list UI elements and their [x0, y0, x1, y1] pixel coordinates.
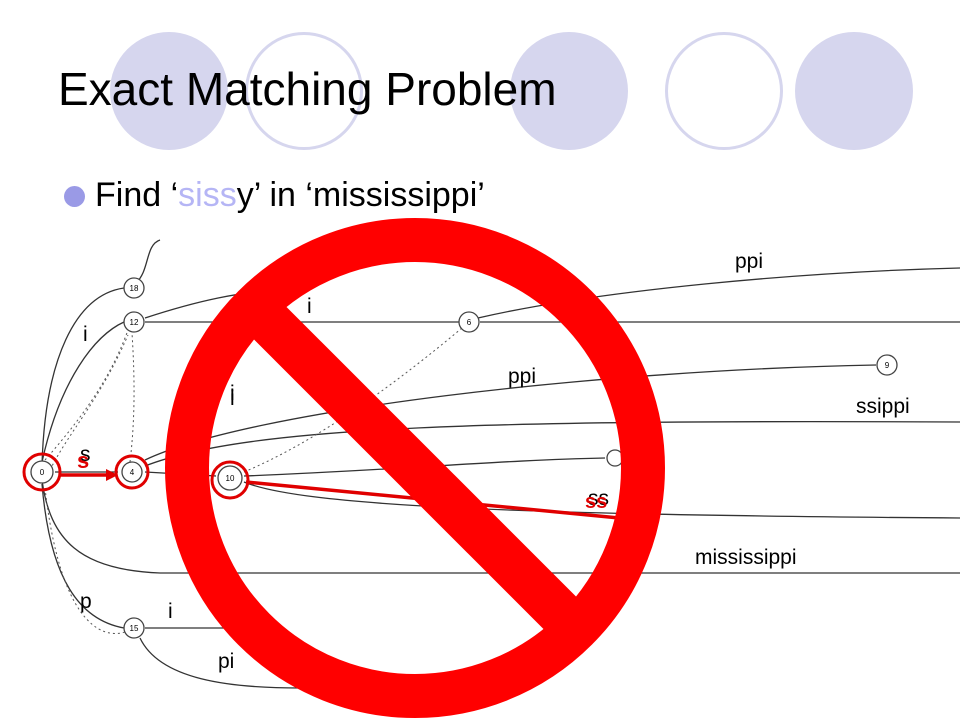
search-path-highlight: s ss	[22, 448, 641, 522]
edge-label-i-top: i	[307, 295, 312, 318]
highlight-label-ss: ss	[585, 491, 607, 513]
edge-label-i-15: i	[168, 600, 173, 623]
prohibition-sign-icon	[165, 218, 665, 718]
node-6: 6	[458, 311, 480, 333]
edge-label-p: p	[80, 590, 92, 613]
svg-text:18: 18	[130, 284, 139, 293]
edge-label-ppi-top: ppi	[735, 250, 763, 273]
bullet-marker	[64, 186, 85, 207]
edge-6-ppi	[477, 267, 960, 319]
bullet-prefix: Find ‘	[95, 176, 179, 214]
edge-label-ss: ss	[588, 487, 609, 510]
edge-label-ppi-mid: ppi	[508, 365, 536, 388]
edge-label-mississippi: mississippi	[695, 546, 797, 569]
edge-label-s: s	[80, 443, 91, 466]
bullet-suffix: y’ in ‘mississippi’	[236, 176, 485, 214]
node-9: 9	[876, 354, 898, 376]
node-0: 0	[30, 460, 54, 484]
decor-circle-5	[795, 32, 913, 150]
highlight-node-0	[22, 452, 62, 492]
svg-text:0: 0	[40, 468, 45, 477]
edge-root-18	[41, 287, 125, 466]
highlight-label-s: s	[77, 448, 89, 473]
edge-15-pi	[139, 637, 301, 689]
decor-circle-2	[245, 32, 363, 150]
node-15: 15	[123, 617, 145, 639]
svg-text:10: 10	[226, 474, 235, 483]
node-18: 18	[123, 277, 145, 299]
tree-nodes: 18 12 6 9 0 4 10 15	[30, 277, 898, 639]
decor-circle-1	[110, 32, 228, 150]
edge-label-i-10: i	[230, 387, 235, 410]
svg-text:6: 6	[467, 318, 472, 327]
node-4: 4	[121, 461, 143, 483]
edge-label-pi: pi	[218, 650, 234, 673]
decor-circle-4	[665, 32, 783, 150]
svg-text:12: 12	[130, 318, 139, 327]
edge-label-ssippi: ssippi	[856, 395, 910, 418]
edge-root-15	[41, 483, 125, 629]
edge-18-up	[135, 239, 161, 284]
bullet-text: Find ‘sissy’ in ‘mississippi’	[95, 176, 485, 215]
highlight-node-10	[210, 460, 250, 500]
highlight-node-4	[114, 454, 150, 490]
edge-label-i-4: i	[230, 382, 235, 405]
bullet-highlight: siss	[178, 176, 237, 214]
svg-text:15: 15	[130, 624, 139, 633]
edge-labels: ppi i ppi ssippi s i ss mississippi p i …	[80, 250, 910, 673]
node-12: 12	[123, 311, 145, 333]
decor-circle-3	[510, 32, 628, 150]
edge-root-mississippi	[41, 479, 960, 574]
slide-title: Exact Matching Problem	[58, 63, 557, 115]
highlight-arrowhead	[106, 469, 118, 481]
node-10: 10	[217, 465, 243, 491]
edge-root-12	[41, 321, 125, 463]
svg-text:9: 9	[885, 361, 890, 370]
svg-text:4: 4	[130, 468, 135, 477]
edge-label-i-12: i	[83, 323, 88, 346]
